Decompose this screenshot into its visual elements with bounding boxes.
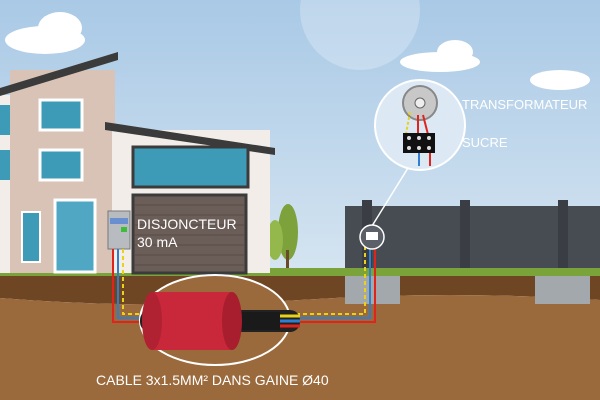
concrete-foundations [345, 276, 590, 304]
breaker-rating-label: 30 mA [137, 234, 178, 250]
breaker-box [107, 210, 131, 250]
mini-connector-icon [366, 232, 378, 240]
connector-label: SUCRE [462, 135, 508, 150]
sun [300, 0, 420, 70]
cable-detail [139, 274, 300, 366]
transformer-label: TRANSFORMATEUR [462, 97, 587, 112]
clouds [5, 12, 590, 90]
conduit-sheath [152, 292, 232, 350]
callout-line [371, 167, 409, 227]
transformer-detail [374, 79, 466, 171]
cable-label: CABLE 3x1.5MM² DANS GAINE Ø40 [96, 372, 329, 388]
breaker-label: DISJONCTEUR [137, 216, 237, 232]
trees [267, 204, 298, 272]
grass [0, 268, 600, 278]
house [0, 52, 275, 275]
